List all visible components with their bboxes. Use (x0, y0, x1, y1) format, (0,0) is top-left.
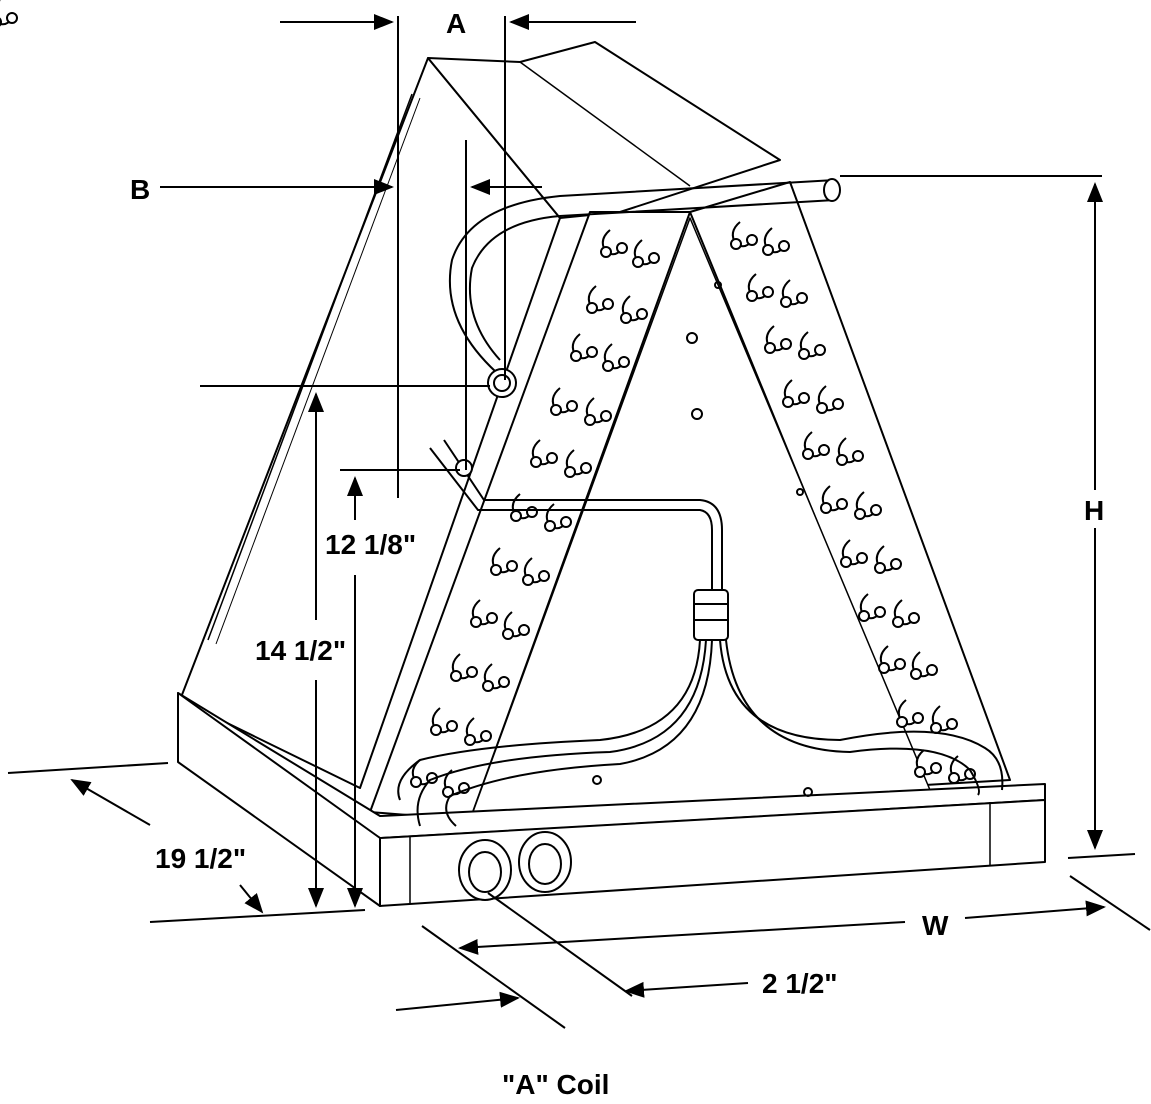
label-offset: 2 1/2" (762, 968, 838, 999)
label-height-fixed: 14 1/2" (255, 635, 346, 666)
coil-unit (177, 41, 1046, 907)
label-height-inlet: 12 1/8" (325, 529, 416, 560)
label-depth: 19 1/2" (155, 843, 246, 874)
distributor (693, 589, 729, 641)
label-b: B (130, 174, 150, 205)
liquid-inlet (455, 459, 473, 477)
label-a: A (446, 8, 466, 39)
figure-caption: "A" Coil (502, 1069, 609, 1099)
suction-line (448, 179, 836, 373)
refrigerant-lines (397, 178, 1004, 827)
left-coil-tubes (0, 0, 660, 798)
drain-pan-side (177, 692, 381, 907)
label-w: W (922, 910, 949, 941)
label-h: H (1084, 495, 1104, 526)
suction-outlet (487, 368, 517, 398)
dimension-lines (7, 14, 1151, 1029)
liquid-line (429, 447, 713, 590)
